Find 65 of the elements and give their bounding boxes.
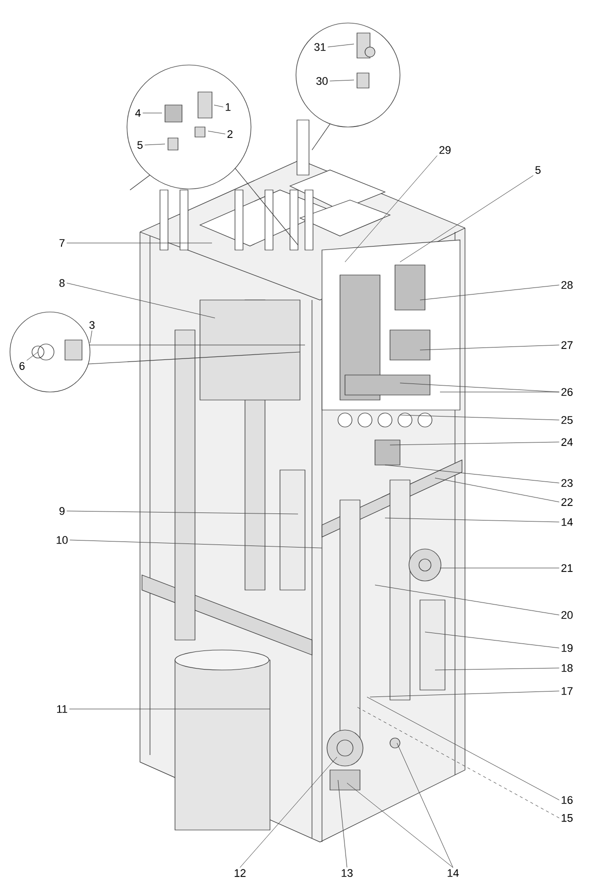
callout-number: 28 [561,281,573,289]
leader-line [240,756,338,868]
leader-line [66,510,298,514]
leader-line [400,414,560,420]
leader-line [144,144,166,146]
callout-number: 1 [226,103,231,111]
callout-number: 7 [60,239,64,247]
callout-number: 10 [56,536,68,544]
callout-number: 2 [228,130,232,138]
callout-number: 29 [439,146,451,154]
callout-number: 31 [314,43,326,51]
callout-number: 11 [57,705,68,713]
leader-line [390,442,560,446]
callout-number: 26 [561,388,573,396]
leader-line [208,130,226,134]
callout-number: 15 [562,814,573,822]
leader-line [434,478,560,502]
leader-line [420,344,560,350]
leader-line [338,780,348,868]
leader-line [66,282,216,318]
leader-line [424,632,560,648]
callout-number: 4 [135,109,141,117]
callout-number: 22 [561,498,573,506]
callout-number: 21 [561,564,573,572]
leader-line [214,104,224,108]
leader-line [26,352,38,361]
callout-number: 8 [59,279,65,287]
callout-number: 27 [561,341,573,349]
callout-number: 14 [562,518,573,526]
leader-line [346,782,454,868]
callout-number: 5 [137,141,143,149]
callout-number: 16 [562,796,573,804]
leader-line [434,668,560,670]
leader-line [366,696,560,800]
leader-line [328,44,354,48]
leader-line [384,518,560,522]
leader-line [142,112,162,114]
callout-number: 30 [316,77,328,85]
callout-number: 13 [342,869,353,877]
leader-line [66,242,212,244]
callout-number: 25 [561,416,573,424]
leader-line [330,80,354,82]
callout-number: 18 [562,664,573,672]
callout-number: 5 [535,166,541,174]
callout-number: 6 [20,362,25,370]
leader-line [400,175,534,262]
leader-line [69,708,270,710]
leader-line [374,584,560,616]
leader-line [396,742,454,868]
callout-number: 14 [448,869,459,877]
callout-number: 3 [89,321,95,329]
leader-line [344,155,438,262]
callout-number: 24 [561,438,573,446]
callout-number: 23 [561,479,573,487]
leader-line [356,706,560,818]
callout-number: 20 [561,611,573,619]
leader-line [420,284,560,300]
callout-number: 19 [562,644,573,652]
callout-number: 12 [234,869,246,877]
callout-number: 17 [562,687,573,695]
leader-line [384,464,560,484]
leader-line [370,690,560,698]
callout-number: 9 [59,507,65,515]
leader-line [90,330,92,344]
leader-line [70,540,322,548]
